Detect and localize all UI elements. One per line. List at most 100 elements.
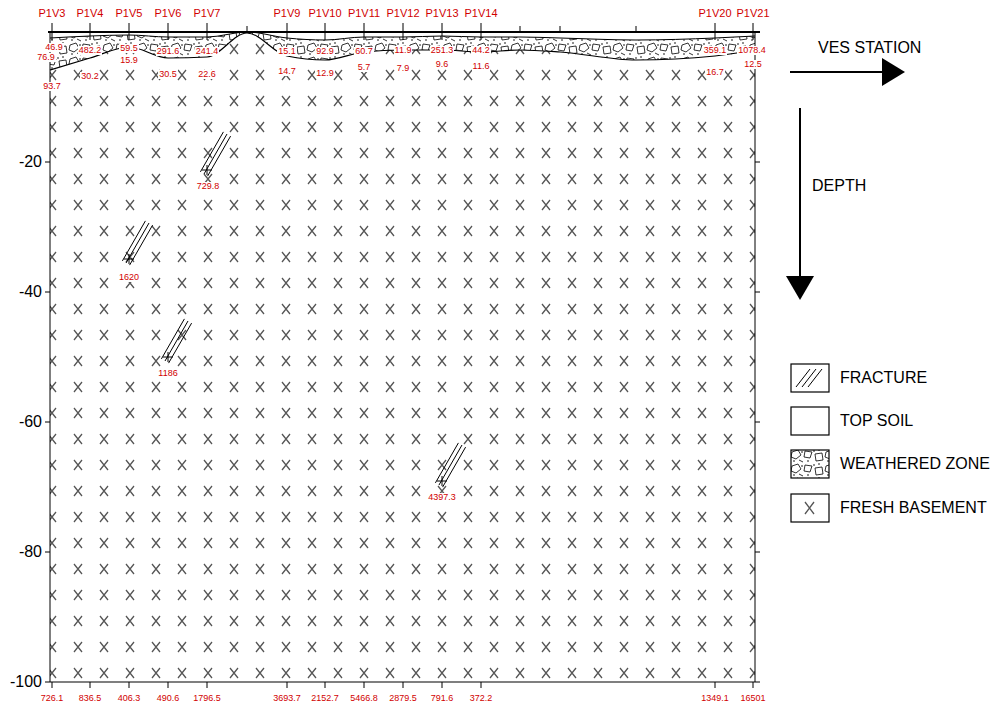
resistivity-value: 291.6 [156, 47, 181, 56]
fracture-marker [442, 476, 443, 486]
station-name: P1V7 [193, 8, 222, 19]
resistivity-value: 7.9 [396, 64, 411, 73]
legend-swatch [790, 493, 830, 523]
station-tick [636, 26, 637, 32]
depth-tick [45, 292, 50, 293]
resistivity-value: 251.3 [430, 46, 455, 55]
resistivity-value: 836.5 [78, 694, 103, 703]
fracture-line [204, 134, 227, 174]
ground-surface [48, 31, 760, 33]
resistivity-value: 15.1 [277, 47, 297, 56]
arrowhead [882, 58, 905, 86]
station-tick [364, 682, 365, 688]
fracture-marker [168, 352, 169, 362]
station-arrow [790, 71, 882, 73]
fracture-line [439, 445, 462, 485]
ves-marker [399, 32, 407, 33]
fresh-basement [50, 33, 755, 682]
legend-label: WEATHERED ZONE [840, 456, 990, 472]
resistivity-value: 359.1 [703, 46, 728, 55]
station-tick [715, 682, 716, 688]
resistivity-value: 406.3 [117, 694, 142, 703]
station-name: P1V5 [115, 8, 144, 19]
station-tick [287, 682, 288, 688]
resistivity-value: 44.2 [471, 46, 491, 55]
resistivity-value: 30.5 [158, 70, 178, 79]
station-tick [560, 26, 561, 32]
resistivity-value: 5.7 [357, 63, 372, 72]
depth-tick [45, 552, 50, 553]
resistivity-value: 729.8 [196, 182, 221, 191]
station-name: P1V12 [385, 8, 420, 19]
ves-marker [438, 32, 446, 33]
station-tick [52, 682, 53, 688]
resistivity-value: 726.1 [40, 694, 65, 703]
axis-title: DEPTH [812, 178, 866, 194]
station-tick [129, 682, 130, 688]
station-name: P1V21 [735, 8, 770, 19]
resistivity-value: 2152.7 [310, 694, 340, 703]
station-name: P1V4 [76, 8, 105, 19]
fracture-marker [207, 165, 208, 175]
resistivity-value: 482.2 [78, 46, 103, 55]
resistivity-value: 1349.1 [700, 694, 730, 703]
fracture-line [122, 221, 145, 261]
resistivity-value: 5466.8 [349, 694, 379, 703]
ves-marker [164, 32, 172, 33]
ves-marker [477, 32, 485, 33]
fracture-line [126, 223, 149, 263]
resistivity-value: 12.9 [315, 69, 335, 78]
depth-axis-label: -80 [19, 544, 42, 560]
resistivity-value: 791.6 [430, 694, 455, 703]
resistivity-value: 1620 [118, 273, 140, 282]
resistivity-value: 490.6 [156, 694, 181, 703]
ves-marker [125, 32, 133, 33]
legend-entry: TOP SOIL [790, 406, 913, 436]
resistivity-value: 22.6 [197, 70, 217, 79]
arrowhead [786, 276, 814, 300]
station-tick [520, 26, 521, 32]
station-tick [247, 26, 248, 32]
fracture-line [200, 132, 223, 172]
resistivity-value: 16501 [739, 694, 766, 703]
station-name: P1V14 [463, 8, 498, 19]
station-tick [753, 682, 754, 688]
station-tick [442, 682, 443, 688]
resistivity-value: 241.4 [195, 47, 220, 56]
resistivity-value: 11.6 [472, 62, 491, 71]
depth-arrow [799, 108, 801, 276]
station-name: P1V10 [307, 8, 342, 19]
ves-marker [283, 32, 291, 33]
ves-marker [48, 32, 56, 33]
resistivity-value: 60.7 [354, 47, 374, 56]
resistivity-value: 16.7 [705, 68, 725, 77]
axis-title: VES STATION [818, 40, 921, 56]
ves-marker [203, 32, 211, 33]
fracture-line [161, 319, 184, 359]
resistivity-value: 11.9 [394, 46, 413, 55]
resistivity-value: 92.9 [315, 47, 335, 56]
resistivity-value: 1078.4 [737, 46, 767, 55]
station-name: P1V6 [154, 8, 183, 19]
depth-tick [755, 162, 760, 163]
ves-marker [86, 32, 94, 33]
resistivity-value: 15.9 [119, 56, 139, 65]
fracture-marker [129, 254, 130, 264]
legend-label: FRACTURE [840, 370, 927, 386]
resistivity-value: 59.5 [119, 44, 139, 53]
legend-label: FRESH BASEMENT [840, 500, 987, 516]
fracture-line [165, 321, 188, 361]
ves-marker [321, 32, 329, 33]
depth-tick [755, 422, 760, 423]
resistivity-value: 9.6 [435, 60, 450, 69]
ves-marker [749, 32, 757, 33]
legend-swatch [790, 449, 830, 479]
ves-marker [360, 32, 368, 33]
depth-tick [755, 682, 760, 683]
resistivity-value: 12.5 [743, 60, 763, 69]
legend-entry: FRACTURE [790, 363, 927, 393]
depth-tick [45, 162, 50, 163]
depth-tick [755, 292, 760, 293]
legend-swatch [790, 406, 830, 436]
depth-axis-label: -100 [10, 674, 42, 690]
